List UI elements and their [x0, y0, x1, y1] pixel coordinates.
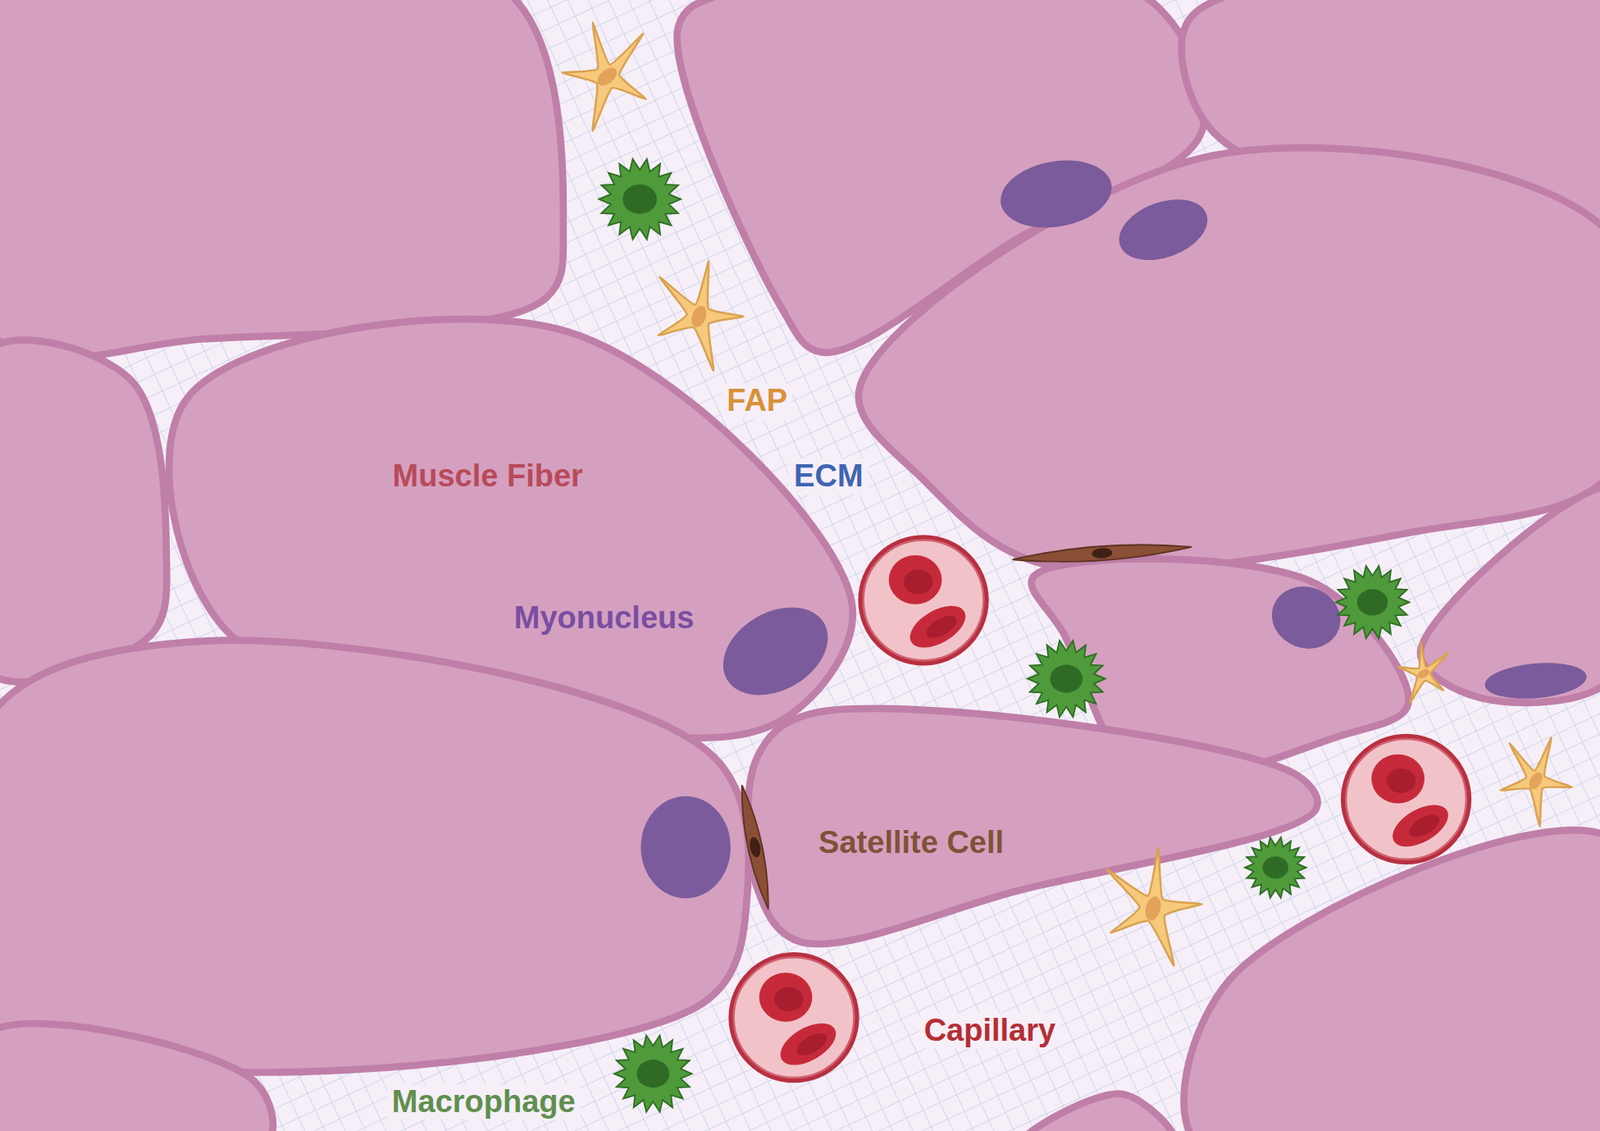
capillary-figure: [857, 534, 989, 666]
red-blood-cell: [773, 1014, 844, 1074]
myonucleus-shape: [640, 796, 730, 899]
fap-nucleus: [1526, 770, 1546, 792]
part-label: Muscle Fiber: [387, 458, 589, 495]
capillary-lumen: [863, 539, 985, 661]
fap-figure: [1398, 641, 1449, 704]
myonucleus-shape: [1110, 187, 1216, 271]
satellite-cell-nucleus: [1091, 547, 1113, 559]
red-blood-cell: [1385, 796, 1456, 856]
part-label: Myonucleus: [509, 600, 700, 637]
myonucleus-shape: [707, 589, 844, 713]
rbc-center: [774, 986, 804, 1012]
satellite-cell-nucleus: [747, 835, 762, 858]
muscle-fiber: [0, 340, 167, 683]
fap-nucleus: [594, 63, 621, 89]
capillary-figure: [1340, 733, 1472, 865]
satellite-cell-figure: [734, 784, 775, 912]
rbc-center: [1405, 810, 1444, 842]
capillary-figure: [728, 952, 859, 1083]
part-label: Satellite Cell: [813, 825, 1009, 862]
capillary-wall: [728, 952, 859, 1083]
rbc-center: [1386, 768, 1417, 794]
satellite-cell-body: [1011, 539, 1193, 567]
part-label: ECM: [788, 458, 868, 495]
capillary-lumen: [1345, 738, 1467, 860]
fap-nucleus: [1415, 666, 1432, 680]
rbc-center: [922, 611, 961, 643]
macrophage-figure: [1244, 837, 1307, 899]
macrophage-figure: [1027, 640, 1106, 717]
muscle-fiber: [858, 147, 1600, 571]
macrophage-figure: [598, 159, 681, 240]
muscle-fiber: [0, 1023, 274, 1131]
capillary-wall: [857, 534, 989, 666]
macrophage-nucleus: [636, 1059, 670, 1088]
part-label: FAP: [721, 382, 793, 420]
macrophage-figure: [1335, 565, 1410, 639]
fap-figure: [1499, 737, 1572, 826]
rbc-center: [793, 1028, 831, 1060]
rbc-center: [903, 569, 934, 594]
fap-figure: [658, 261, 744, 371]
myonucleus-shape: [995, 151, 1118, 236]
muscle-fiber: [0, 640, 749, 1073]
macrophage-nucleus: [1262, 856, 1289, 879]
fap-nucleus: [688, 303, 710, 329]
red-blood-cell: [902, 597, 973, 657]
myonucleus-shape: [1483, 659, 1589, 703]
red-blood-cell: [1371, 754, 1425, 804]
macrophage-nucleus: [622, 184, 657, 215]
macrophage-nucleus: [1357, 588, 1389, 616]
muscle-fiber: [1184, 829, 1600, 1131]
muscle-fiber: [0, 0, 564, 360]
capillary-wall: [1340, 733, 1472, 865]
muscle-fiber: [1420, 487, 1600, 703]
fap-figure: [1106, 847, 1203, 967]
fap-figure: [562, 22, 647, 131]
macrophage-nucleus: [1049, 665, 1083, 693]
red-blood-cell: [759, 972, 813, 1022]
fap-nucleus: [1142, 894, 1163, 922]
satellite-cell-body: [734, 784, 775, 912]
macrophage-figure: [614, 1035, 693, 1113]
muscle-fiber: [1020, 1094, 1177, 1131]
red-blood-cell: [888, 555, 943, 605]
muscle-fiber: [747, 708, 1318, 944]
satellite-cell-figure: [1011, 539, 1193, 567]
capillary-lumen: [733, 957, 855, 1078]
part-label: Capillary: [919, 1012, 1062, 1049]
part-label: Macrophage: [387, 1084, 581, 1121]
